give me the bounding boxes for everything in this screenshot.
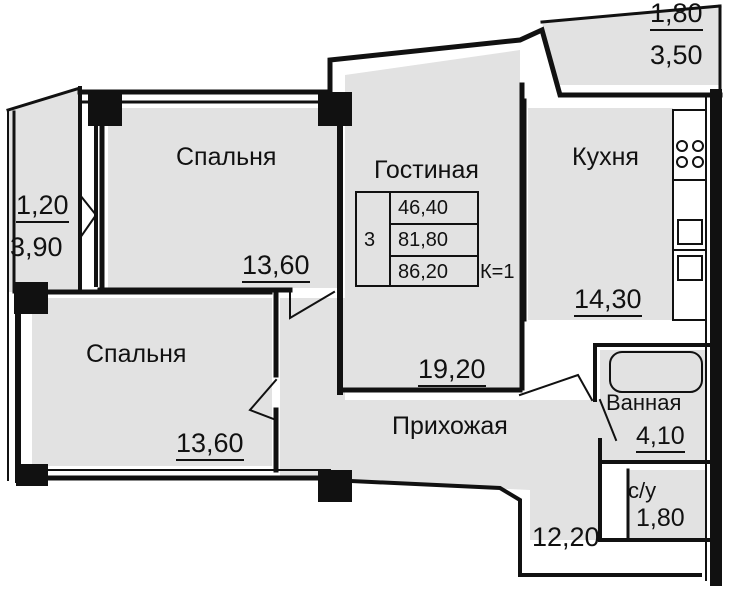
room-name-bedroom-left: Спальня — [86, 340, 187, 368]
balcony-left-area: 3,90 — [10, 232, 63, 262]
room-area-living: 19,20 — [418, 356, 486, 387]
room-area-bedroom-top: 13,60 — [242, 252, 310, 283]
bathroom-floor — [600, 350, 705, 462]
room-area-bathroom: 4,10 — [636, 424, 685, 453]
sink-icon — [677, 219, 703, 281]
walls — [6, 4, 723, 586]
room-area-hall: 12,20 — [532, 522, 600, 552]
balcony-top-area: 3,50 — [650, 40, 703, 70]
stove-icon — [676, 140, 704, 168]
summary-table — [355, 191, 479, 287]
summary-living-area: 46,40 — [398, 197, 449, 219]
room-area-kitchen: 14,30 — [574, 286, 642, 317]
bedroom-top-floor — [108, 108, 340, 288]
summary-coef: К=1 — [480, 261, 515, 283]
bedroom-left-floor — [32, 298, 272, 466]
room-name-bedroom-top: Спальня — [176, 143, 277, 171]
floor-fills — [8, 6, 720, 540]
room-name-wc: с/у — [628, 478, 657, 503]
balcony-top-coef: 1,80 — [650, 0, 703, 31]
summary-rooms-count: 3 — [364, 229, 376, 251]
kitchen-floor — [528, 108, 673, 320]
living-floor — [345, 50, 520, 388]
room-area-wc: 1,80 — [636, 504, 685, 532]
room-name-hall: Прихожая — [392, 412, 508, 440]
summary-total-area: 81,80 — [398, 229, 449, 251]
columns — [14, 92, 352, 502]
balcony-left-floor — [8, 88, 80, 292]
balcony-left-coef: 1,20 — [16, 192, 69, 223]
summary-total-with-balcony: 86,20 — [398, 261, 449, 283]
wc-floor — [628, 470, 706, 540]
room-name-kitchen: Кухня — [572, 143, 639, 171]
room-name-bathroom: Ванная — [606, 390, 682, 415]
room-area-bedroom-left: 13,60 — [176, 430, 244, 461]
balcony-top-floor — [542, 6, 720, 85]
room-name-living: Гостиная — [374, 156, 479, 184]
